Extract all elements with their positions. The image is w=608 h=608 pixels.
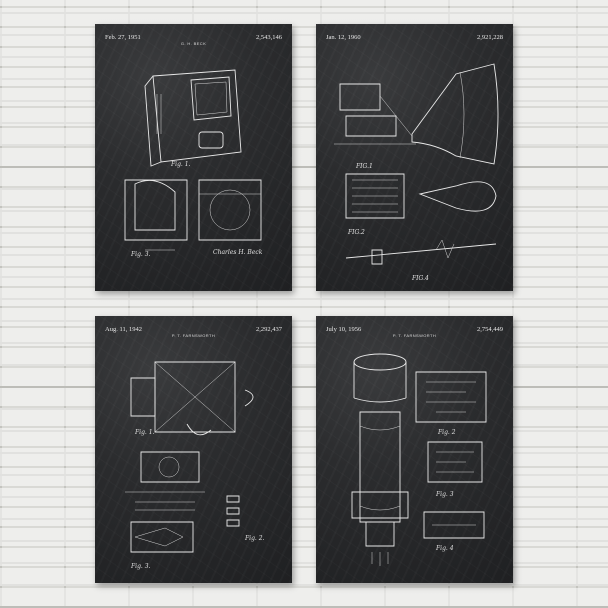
patent-poster-3: Aug. 11, 1942 2,292,437 P. T. FARNSWORTH… <box>95 316 292 583</box>
svg-text:Fig. 3.: Fig. 3. <box>130 563 151 570</box>
svg-text:FIG.1: FIG.1 <box>355 163 373 170</box>
poster-header: Feb. 27, 1951 2,543,146 <box>105 34 282 41</box>
patent-date: Jan. 12, 1960 <box>326 34 361 41</box>
svg-text:FIG.4: FIG.4 <box>411 275 429 282</box>
svg-text:Fig. 4: Fig. 4 <box>435 545 454 552</box>
patent-number: 2,921,228 <box>477 34 503 41</box>
patent-number: 2,754,449 <box>477 326 503 333</box>
patent-date: Feb. 27, 1951 <box>105 34 141 41</box>
camera-tube-drawing: Fig. 2 Fig. 3 Fig. 4 <box>316 316 513 583</box>
svg-text:Fig. 3.: Fig. 3. <box>130 251 151 258</box>
tv-cabinet-drawing: Fig. 1. Fig. 3. Charles H. Beck <box>95 24 263 258</box>
svg-text:Charles H. Beck: Charles H. Beck <box>213 249 263 256</box>
image-amplifier-drawing: Fig. 1. Fig. 2. Fig. 3. <box>95 316 265 570</box>
poster-header: Aug. 11, 1942 2,292,437 <box>105 326 282 333</box>
patent-inventor: P. T. FARNSWORTH <box>392 333 437 338</box>
patent-date: Aug. 11, 1942 <box>105 326 142 333</box>
patent-poster-4: July 10, 1956 2,754,449 P. T. FARNSWORTH… <box>316 316 513 583</box>
svg-text:Fig. 3: Fig. 3 <box>435 491 454 498</box>
patent-number: 2,292,437 <box>256 326 282 333</box>
patent-inventor: G. H. BECK <box>180 41 207 46</box>
crt-tube-drawing: FIG.1 FIG.2 FIG.4 <box>316 24 513 282</box>
svg-text:Fig. 2: Fig. 2 <box>437 429 456 436</box>
svg-text:Fig. 1.: Fig. 1. <box>134 429 155 436</box>
svg-text:Fig. 1.: Fig. 1. <box>170 161 191 168</box>
patent-inventor: P. T. FARNSWORTH <box>171 333 216 338</box>
svg-text:FIG.2: FIG.2 <box>347 229 365 236</box>
patent-poster-2: Jan. 12, 1960 2,921,228 FIG.1 FIG.2 FIG.… <box>316 24 513 291</box>
patent-poster-1: Feb. 27, 1951 2,543,146 G. H. BECK Fig. … <box>95 24 292 291</box>
patent-number: 2,543,146 <box>256 34 282 41</box>
patent-date: July 10, 1956 <box>326 326 362 333</box>
poster-header: Jan. 12, 1960 2,921,228 <box>326 34 503 41</box>
poster-header: July 10, 1956 2,754,449 <box>326 326 503 333</box>
svg-text:Fig. 2.: Fig. 2. <box>244 535 265 542</box>
